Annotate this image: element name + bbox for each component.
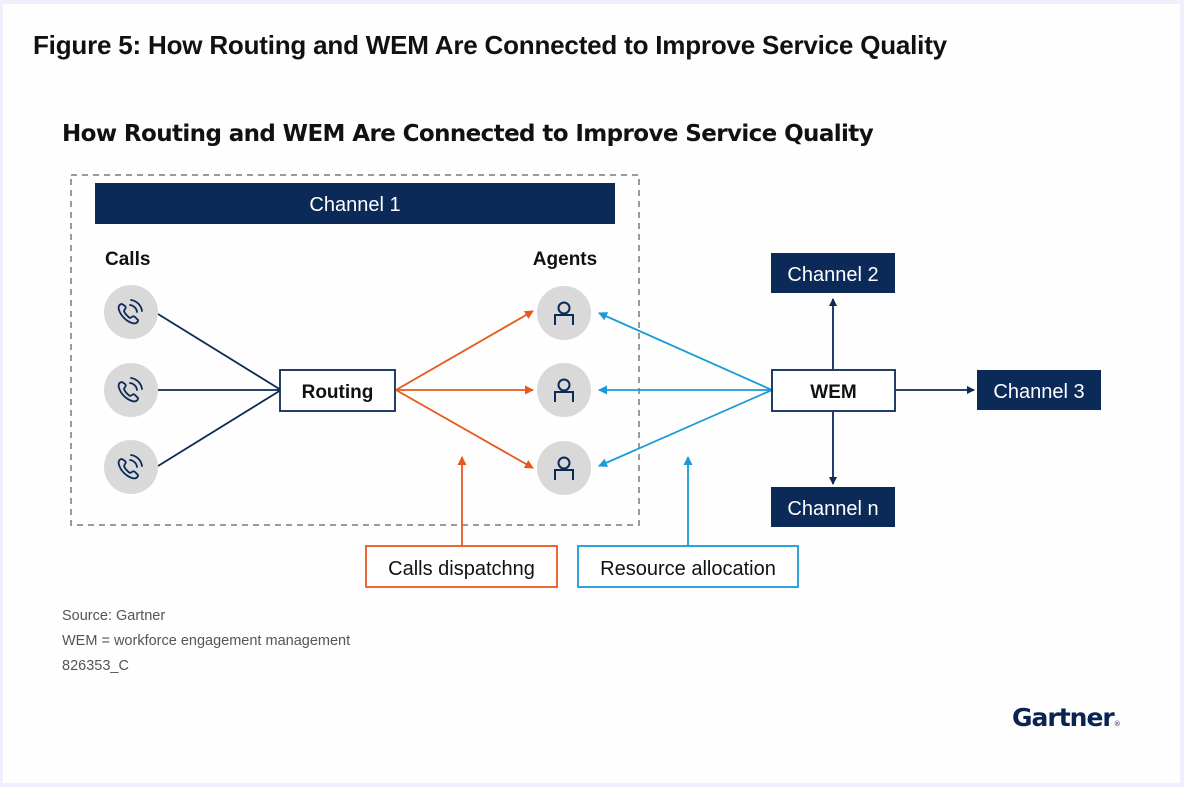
routing-box: Routing xyxy=(279,369,396,412)
allocation-arrow-1 xyxy=(598,312,773,391)
allocation-callout: Resource allocation xyxy=(577,545,799,588)
channeln-box: Channel n xyxy=(771,487,895,527)
definition-note: WEM = workforce engagement management xyxy=(62,633,351,649)
source-note: Source: Gartner xyxy=(62,608,166,624)
wem-channel-arrows xyxy=(829,298,975,485)
routing-label: Routing xyxy=(302,382,374,403)
call-line-1 xyxy=(157,313,282,391)
dispatch-arrow-3 xyxy=(395,389,534,469)
allocation-arrows xyxy=(598,312,773,467)
allocation-arrow-3 xyxy=(598,389,773,467)
diagram-title: How Routing and WEM Are Connected to Imp… xyxy=(62,121,874,147)
agent-node-1 xyxy=(537,286,591,340)
agent-node-3 xyxy=(537,441,591,495)
channeln-label: Channel n xyxy=(787,498,878,520)
dispatching-label: Calls dispatchng xyxy=(388,558,535,580)
channel1-container xyxy=(70,174,640,526)
channel3-box: Channel 3 xyxy=(977,370,1101,410)
dispatch-arrow-1 xyxy=(395,310,534,391)
dispatching-callout: Calls dispatchng xyxy=(365,545,558,588)
call-node-1 xyxy=(104,285,158,339)
calls-heading: Calls xyxy=(105,249,150,270)
logo-text: Gartner xyxy=(1012,703,1115,732)
calls-to-routing-lines xyxy=(157,313,282,467)
registered-mark: ® xyxy=(1113,720,1121,728)
allocation-label: Resource allocation xyxy=(600,558,776,580)
call-line-3 xyxy=(157,389,282,467)
channel1-label: Channel 1 xyxy=(309,194,400,216)
channel1-header: Channel 1 xyxy=(95,183,615,224)
agents-heading: Agents xyxy=(533,249,597,270)
channel2-box: Channel 2 xyxy=(771,253,895,293)
channel3-label: Channel 3 xyxy=(993,381,1084,403)
wem-label: WEM xyxy=(810,382,856,403)
wem-box: WEM xyxy=(771,369,896,412)
figure-id: 826353_C xyxy=(62,658,129,674)
gartner-logo: Gartner® xyxy=(1012,703,1121,732)
call-node-2 xyxy=(104,363,158,417)
agent-node-2 xyxy=(537,363,591,417)
channel2-label: Channel 2 xyxy=(787,264,878,286)
call-node-3 xyxy=(104,440,158,494)
figure-title: Figure 5: How Routing and WEM Are Connec… xyxy=(33,30,947,60)
dispatch-arrows xyxy=(395,310,534,469)
